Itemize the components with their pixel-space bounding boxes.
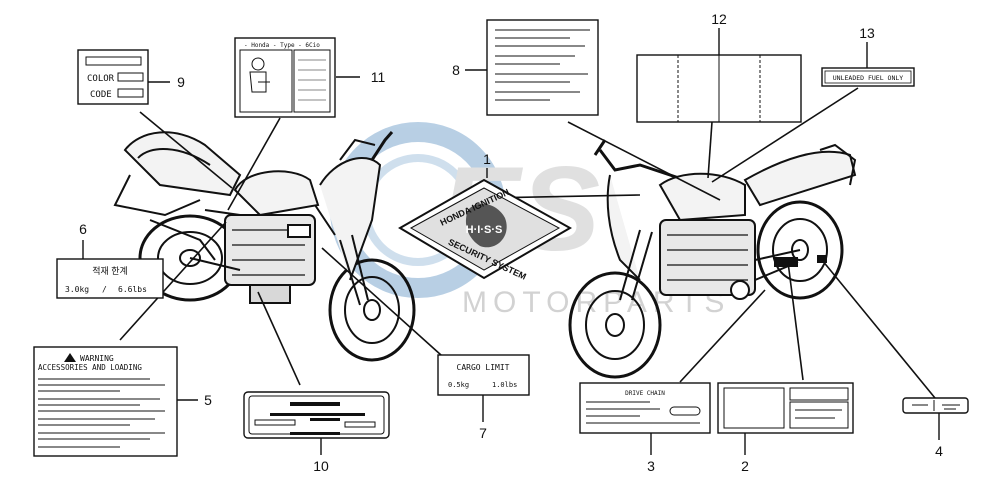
motorcycle-left-view [113,131,416,362]
callout-11: 11 [371,69,386,85]
fuel-text: UNLEADED FUEL ONLY [833,74,904,82]
callout-13: 13 [859,25,875,41]
capacity-lbs: 6.6lbs [118,285,147,294]
callout-8: 8 [452,62,460,78]
cargo-kg: 0.5kg [448,381,469,389]
callout-3: 3 [647,458,655,474]
capacity-kg: 3.0kg [65,285,89,294]
callout-5: 5 [204,392,212,408]
emblem-mid: H·I·S·S [466,224,503,236]
callout-2: 2 [741,458,749,474]
label-unleaded-fuel: UNLEADED FUEL ONLY [821,67,915,87]
label-color-code: COLOR CODE [77,49,149,105]
color-text: COLOR [87,74,115,84]
callout-12: 12 [711,11,727,27]
label-part-4 [902,397,969,414]
honda-type-header: - Honda - Type - 6Cio [244,42,320,49]
label-load-capacity: 적재 한계 3.0kg / 6.6lbs [56,258,164,299]
label-part-2 [717,382,854,434]
callout-4: 4 [935,443,943,459]
label-part-8 [486,19,599,116]
label-cargo-limit: CARGO LIMIT 0.5kg 1.0lbs [437,354,530,396]
callout-6: 6 [79,221,87,237]
code-text: CODE [90,90,112,100]
label-honda-type: - Honda - Type - 6Cio [234,37,336,118]
label-part-10 [243,391,390,439]
warning-title: WARNING [80,354,114,363]
cargo-title: CARGO LIMIT [457,363,510,372]
hiss-emblem: HONDA IGNITION H·I·S·S SECURITY SYSTEM [398,178,573,282]
callout-10: 10 [313,458,329,474]
label-warning-accessories: WARNING ACCESSORIES AND LOADING [33,346,178,457]
cargo-lbs: 1.0lbs [492,381,517,389]
motorcycle-right-view [568,139,857,379]
capacity-sep: / [102,285,107,294]
callout-ticks [82,28,940,455]
callout-7: 7 [479,425,487,441]
capacity-title: 적재 한계 [92,265,128,276]
label-part-12 [636,54,802,123]
callout-1: 1 [483,151,491,167]
warning-subtitle: ACCESSORIES AND LOADING [38,363,142,372]
callout-9: 9 [177,74,185,90]
callout-numbers: 1 2 3 4 5 6 7 8 9 10 11 12 13 [79,11,943,474]
chain-title: DRIVE CHAIN [625,390,665,397]
label-drive-chain: DRIVE CHAIN [579,382,711,434]
